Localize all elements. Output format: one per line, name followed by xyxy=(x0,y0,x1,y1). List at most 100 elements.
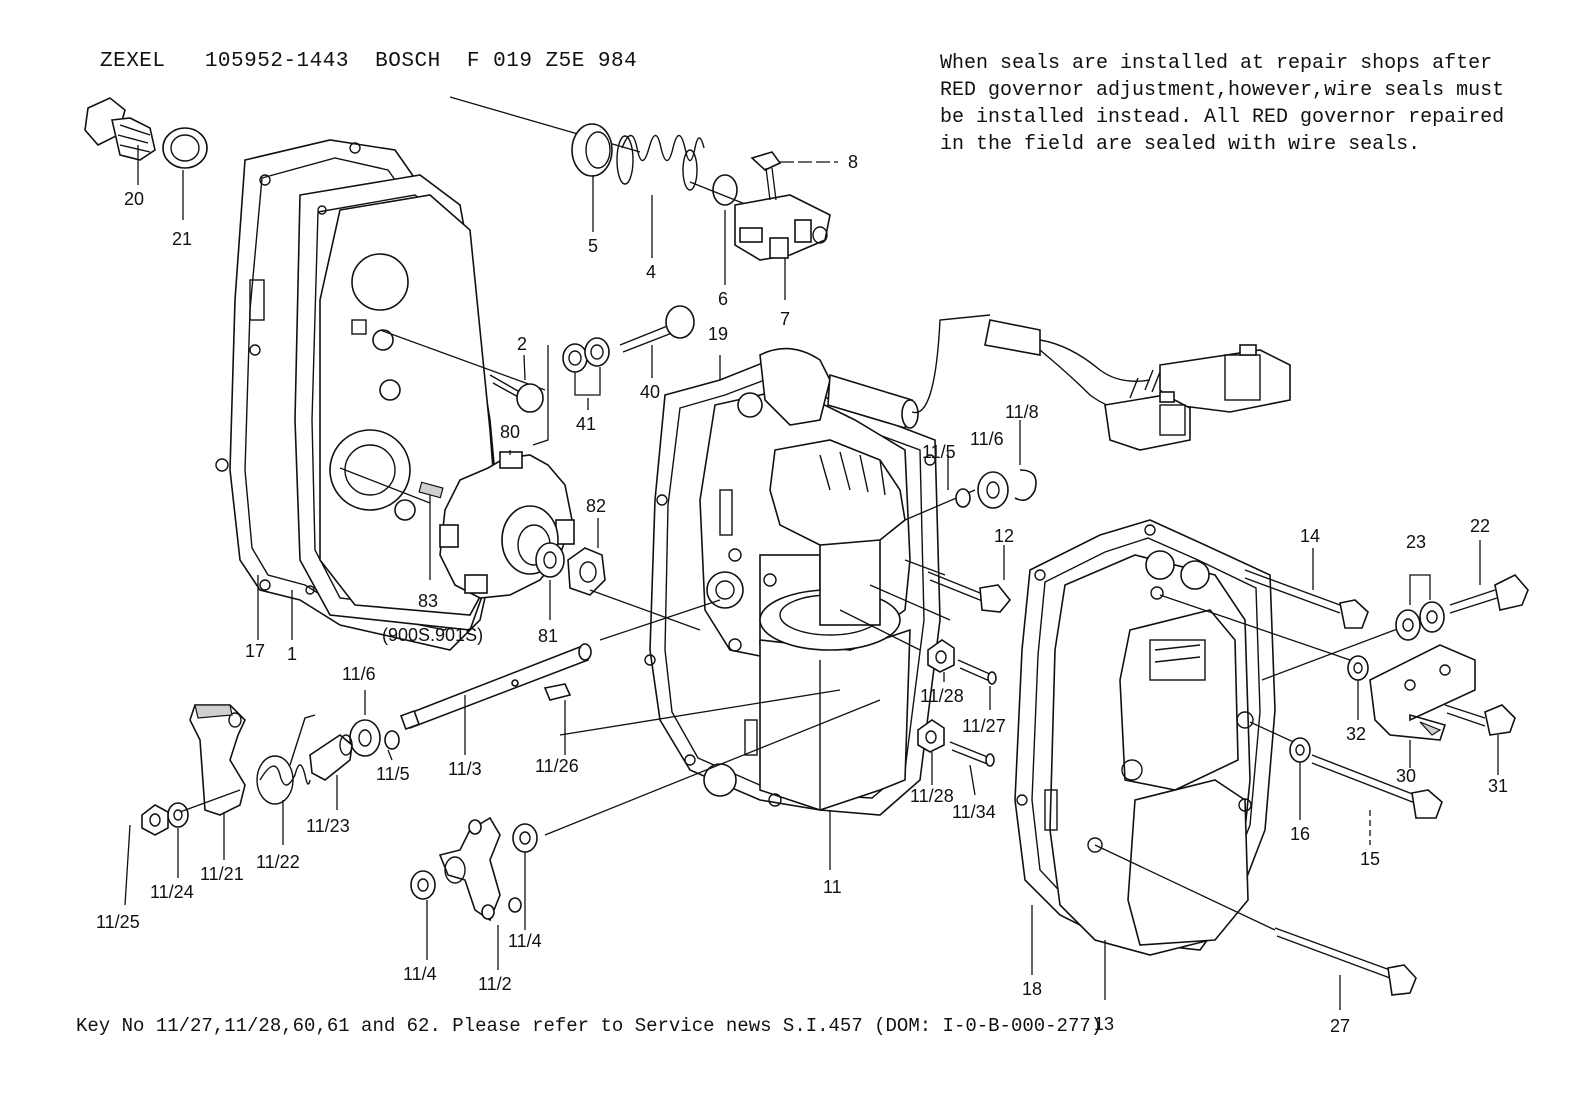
o-ring-11-5-lower xyxy=(384,730,400,750)
callout-19: 19 xyxy=(708,324,728,344)
callout-11-6-top: 11/6 xyxy=(970,429,1004,449)
bolt-31 xyxy=(1444,704,1516,775)
bolt-14 xyxy=(1244,548,1369,629)
actuator-body xyxy=(699,387,911,811)
callout-1: 1 xyxy=(287,644,297,664)
callout-22: 22 xyxy=(1470,516,1490,536)
callout-80: 80 xyxy=(500,422,520,442)
bolt-27 xyxy=(1274,927,1417,1010)
bosch-part-number: F 019 Z5E 984 xyxy=(466,50,638,73)
screw-11-26 xyxy=(511,679,572,755)
stud-11-34 xyxy=(949,741,995,767)
circlip-11-8 xyxy=(1014,420,1037,501)
seal-note-line-2: RED governor adjustment,however,wire sea… xyxy=(940,79,1505,102)
nut-11-28-lower xyxy=(917,719,945,753)
callout-81: 81 xyxy=(538,626,558,646)
washer-11-4-upper xyxy=(512,823,538,930)
bracket-30 xyxy=(1369,644,1476,768)
callout-11-34: 11/34 xyxy=(952,802,996,822)
callout-11-27: 11/27 xyxy=(962,716,1006,736)
bolt-40 xyxy=(619,305,695,353)
seal-note-line-3: be installed instead. All RED governor r… xyxy=(940,106,1505,129)
washer-11-4-lower xyxy=(410,870,436,960)
callout-12: 12 xyxy=(994,526,1014,546)
o-ring-11-5-top xyxy=(947,452,971,508)
spring-4 xyxy=(616,134,705,191)
washer-11-24 xyxy=(167,802,189,828)
brand-zexel: ZEXEL xyxy=(100,50,166,73)
callout-8: 8 xyxy=(848,152,858,172)
seal-note: When seals are installed at repair shops… xyxy=(940,50,1504,158)
seal-note-line-4: in the field are sealed with wire seals. xyxy=(940,133,1421,156)
callout-11-22: 11/22 xyxy=(256,852,300,872)
lever-11-2 xyxy=(438,816,522,922)
washer-11-6-top xyxy=(977,471,1009,509)
callout-21: 21 xyxy=(172,229,192,249)
bolt-2 xyxy=(489,354,544,413)
footer-note: Key No 11/27,11/28,60,61 and 62. Please … xyxy=(76,1015,1103,1037)
callout-11-4-right: 11/4 xyxy=(508,931,542,951)
spring-seat-6 xyxy=(689,174,761,211)
bolt-22 xyxy=(1449,540,1529,614)
callout-30: 30 xyxy=(1396,766,1416,786)
cover-13 xyxy=(1044,550,1254,1000)
spring-11-22 xyxy=(256,714,316,805)
callout-14: 14 xyxy=(1300,526,1320,546)
callout-11-2: 11/2 xyxy=(478,974,512,994)
callout-labels: 20 21 5 4 6 7 8 2 41 40 19 80 82 83 (900… xyxy=(96,152,1508,1036)
callout-5: 5 xyxy=(588,236,598,256)
callout-11-23: 11/23 xyxy=(306,816,350,836)
stud-11-27 xyxy=(957,659,997,685)
screw-12 xyxy=(927,545,1012,613)
callout-11-5-top: 11/5 xyxy=(922,442,956,462)
callout-32: 32 xyxy=(1346,724,1366,744)
callout-11-21: 11/21 xyxy=(200,864,244,884)
callout-11-28-upper: 11/28 xyxy=(920,686,964,706)
callout-11-25: 11/25 xyxy=(96,912,140,932)
callout-4: 4 xyxy=(646,262,656,282)
callout-31: 31 xyxy=(1488,776,1508,796)
washer-32 xyxy=(1347,655,1369,720)
callout-16: 16 xyxy=(1290,824,1310,844)
callout-83-note: (900S.901S) xyxy=(382,625,483,645)
callout-11-6-lower: 11/6 xyxy=(342,664,376,684)
callout-27: 27 xyxy=(1330,1016,1350,1036)
nut-11-28-upper xyxy=(927,639,955,673)
nut-11-25 xyxy=(141,804,169,836)
callout-17: 17 xyxy=(245,641,265,661)
callout-23: 23 xyxy=(1406,532,1426,552)
callout-2: 2 xyxy=(517,334,527,354)
washers-41 xyxy=(562,337,610,396)
washer-81 xyxy=(535,542,565,578)
callout-83: 83 xyxy=(418,591,438,611)
callout-18: 18 xyxy=(1022,979,1042,999)
callout-15: 15 xyxy=(1360,849,1380,869)
callout-7: 7 xyxy=(780,309,790,329)
washers-23 xyxy=(1395,574,1445,641)
key-83 xyxy=(418,481,444,580)
seal-note-line-1: When seals are installed at repair shops… xyxy=(940,52,1493,75)
lever-11-21 xyxy=(189,704,246,816)
callout-40: 40 xyxy=(640,382,660,402)
bolt-15 xyxy=(1311,754,1443,845)
callout-11-28-lower: 11/28 xyxy=(910,786,954,806)
zexel-part-number: 105952-1443 xyxy=(204,50,349,73)
callout-82: 82 xyxy=(586,496,606,516)
bracket-7 xyxy=(734,194,831,261)
brand-bosch: BOSCH xyxy=(375,50,441,73)
nut-82 xyxy=(567,547,606,596)
callout-11-3: 11/3 xyxy=(448,759,482,779)
callout-11-8: 11/8 xyxy=(1005,402,1039,422)
plug-screw-20 xyxy=(84,97,156,161)
washer-16 xyxy=(1289,737,1311,820)
washer-11-6-lower xyxy=(349,690,381,757)
washer-21 xyxy=(162,127,208,169)
callout-11: 11 xyxy=(823,877,842,897)
callout-11-24: 11/24 xyxy=(150,882,194,902)
cable-harness xyxy=(759,314,1291,451)
callout-11-5-lower: 11/5 xyxy=(376,764,410,784)
callout-11-26: 11/26 xyxy=(535,756,579,776)
callout-6: 6 xyxy=(718,289,728,309)
